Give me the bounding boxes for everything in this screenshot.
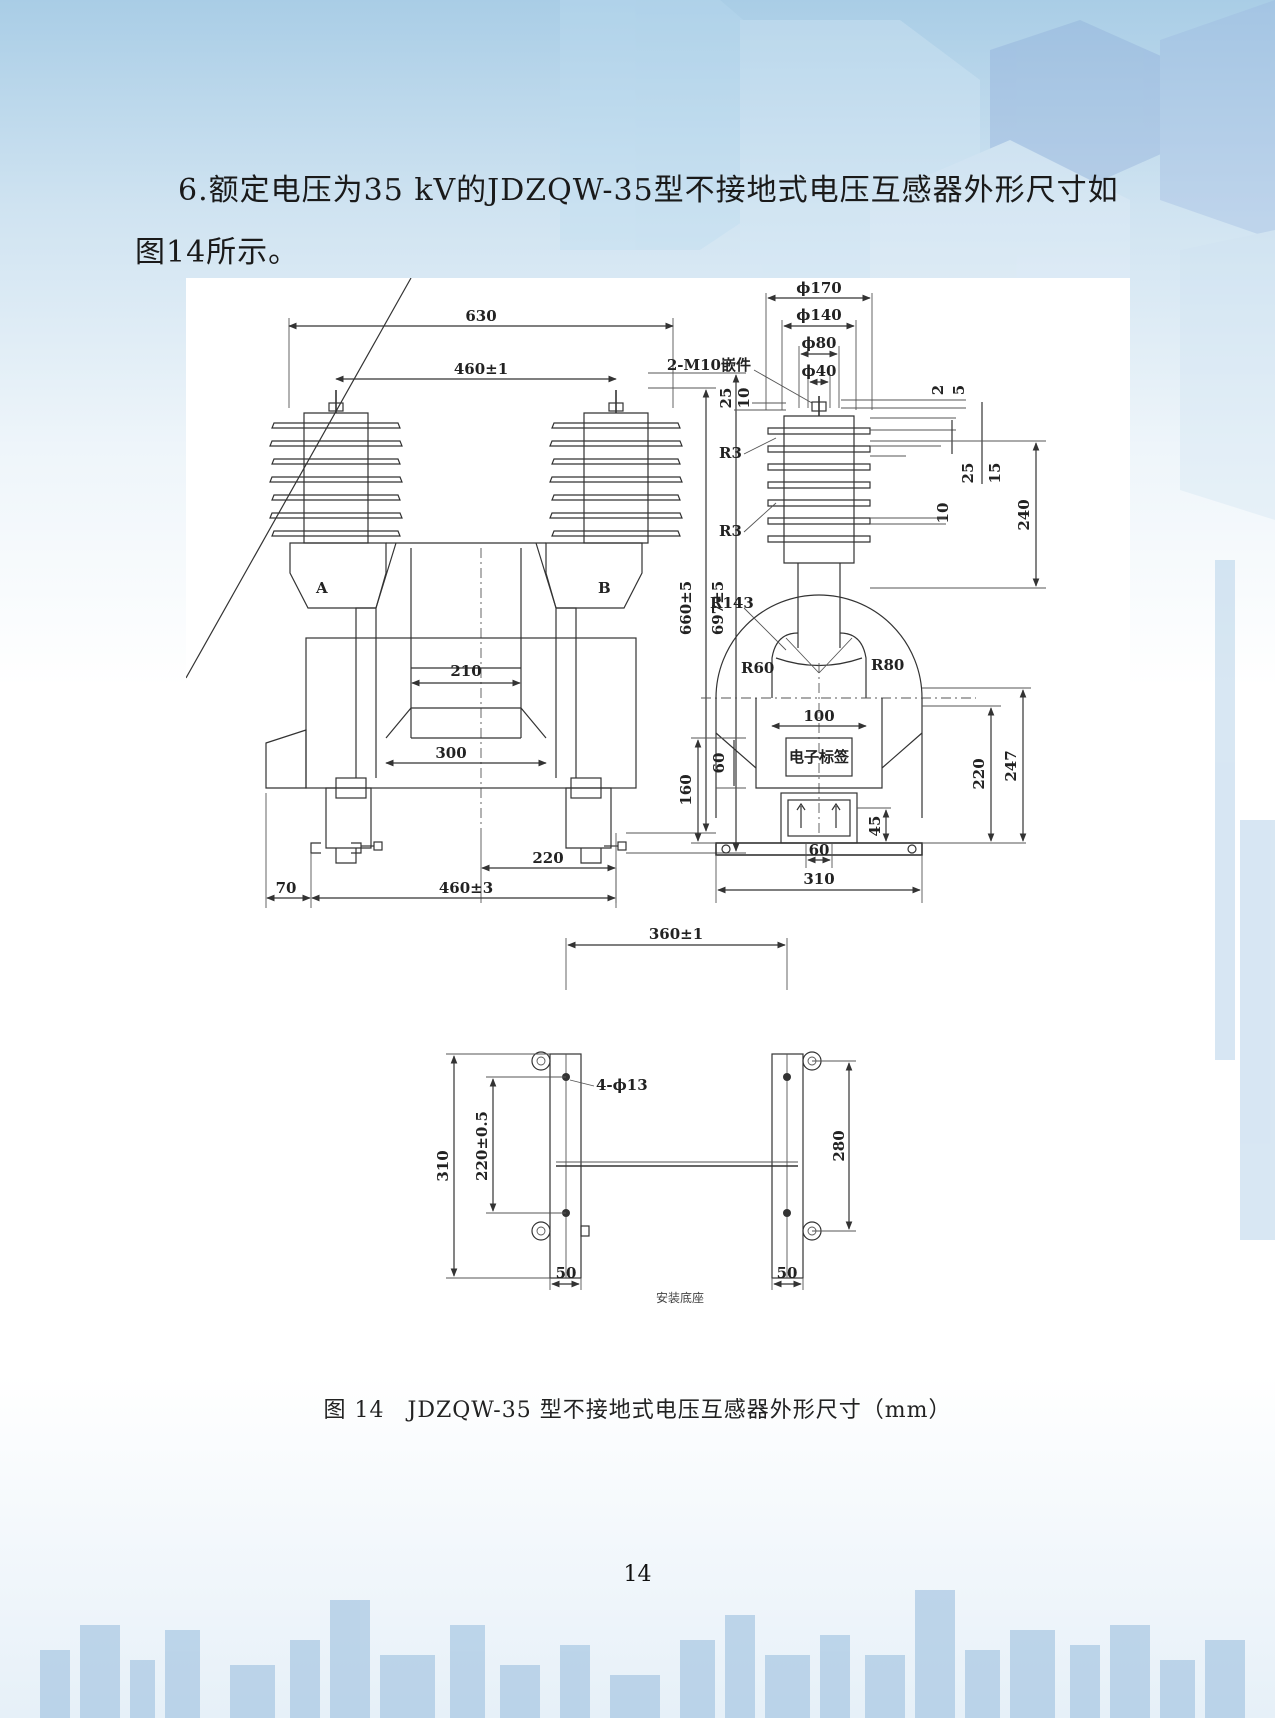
label-4-holes: 4-ϕ13 [596,1076,648,1094]
figure-14-drawing: 630 460±1 A [186,278,1046,1305]
dim-220-side: 220 [970,758,988,789]
label-r3-a: R3 [719,444,742,462]
dim-d40: ϕ40 [802,362,837,380]
dim-280: 280 [830,1130,848,1161]
dim-310-base: 310 [434,1150,452,1181]
figure-caption: 图 14 JDZQW-35 型不接地式电压互感器外形尺寸（mm） [323,1398,952,1423]
dim-d170: ϕ170 [796,279,841,297]
label-a: A [315,579,328,597]
label-r3-b: R3 [719,522,742,540]
body-paragraph: 6.额定电压为35 kV的JDZQW-35型不接地式电压互感器外形尺寸如图14所… [135,173,1119,270]
dim-100: 100 [803,707,834,725]
transformer-body: 210 300 [186,278,637,864]
dim-50-left: 50 [556,1264,577,1282]
dim-660: 660±5 [677,581,695,635]
electronic-label-plate [785,737,853,777]
dim-220-front: 220 [532,849,563,867]
dim-45: 45 [866,816,884,837]
dim-247: 247 [1002,750,1020,781]
dim-310-side: 310 [803,870,834,888]
dim-5: 5 [950,385,968,395]
dim-15: 15 [986,463,1004,484]
dim-460: 460±1 [454,360,508,378]
label-electronic-tag: 电子标签 [789,748,850,766]
insulator-side: R3 R3 [719,415,871,564]
figure-frame [186,278,1130,1328]
dim-460-base: 460±3 [439,879,493,897]
dim-240: 240 [1015,499,1033,530]
dim-697: 697±5 [709,581,727,635]
label-r80: R80 [871,656,904,674]
dim-70: 70 [276,879,297,897]
dim-d80: ϕ80 [802,334,837,352]
dim-60-h: 60 [809,841,830,859]
dim-300: 300 [435,744,466,762]
dim-25b: 25 [959,463,977,484]
insulator-b: B [545,390,683,609]
dim-210: 210 [450,662,481,680]
dim-630: 630 [465,307,496,325]
dim-60-v: 60 [710,753,728,774]
front-view: 630 460±1 A [186,278,746,908]
dim-d140: ϕ140 [796,306,841,324]
label-r143: R143 [710,594,754,612]
label-r60: R60 [741,659,774,677]
dim-25: 25 [717,388,735,409]
label-installation-base: 安装底座 [656,1290,704,1305]
base-view: 360±1 4-ϕ13 310 220±0.5 280 [434,925,856,1305]
dim-220-base: 220±0.5 [473,1111,491,1181]
label-m10-insert: 2-M10嵌件 [667,356,751,374]
dim-10: 10 [735,388,753,409]
page-number: 14 [623,1562,652,1587]
insulator-a: A [269,390,403,609]
dim-50-right: 50 [777,1264,798,1282]
dim-10b: 10 [934,503,952,524]
dim-360: 360±1 [649,925,703,943]
side-view: ϕ170 ϕ140 ϕ80 ϕ40 2-M10嵌件 25 10 [667,279,1046,903]
dim-160: 160 [677,774,695,805]
label-b: B [598,579,611,597]
dim-2: 2 [929,385,947,395]
